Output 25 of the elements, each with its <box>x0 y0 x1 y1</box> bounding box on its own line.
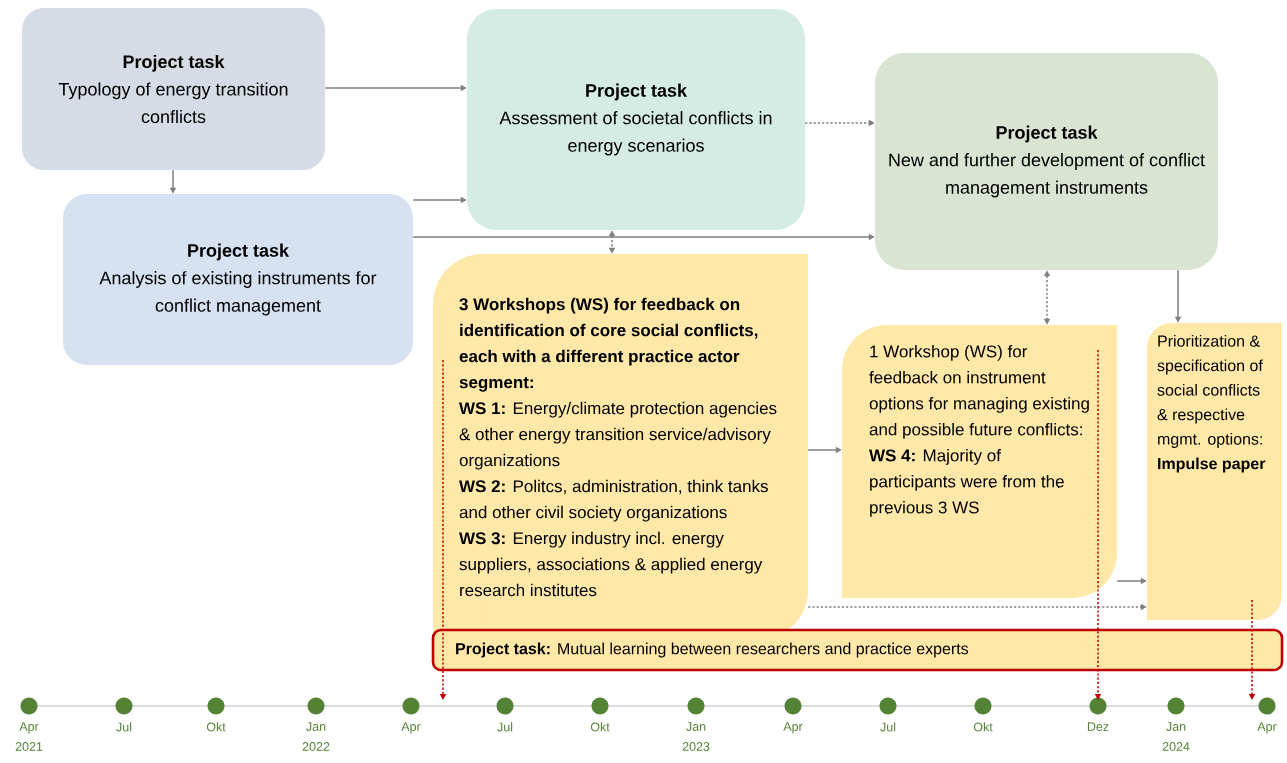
task-box: Project task New and further development of conflict management instruments <box>875 53 1218 270</box>
task-box: Project task Assessment of societal conflicts in energy scenarios <box>467 9 805 230</box>
date-label: Apr 2021 <box>15 722 43 751</box>
date-label: Jul <box>116 722 132 732</box>
workshop-box: Prioritization & specification of social conflicts & respective mgmt. options: Impulse paper <box>1147 323 1282 620</box>
task-box: Project task Analysis of existing instruments for conflict management <box>63 194 413 365</box>
date-label: Jul <box>497 722 513 732</box>
date-label: Okt <box>973 722 993 732</box>
date-label: Jan 2022 <box>302 722 330 751</box>
node-label: WS 3: Energy industry incl. energy suppliers, associations & applied energy research institutes <box>459 531 763 597</box>
node-label: WS 1: Energy/climate protection agencies & other energy transition service/advisory organizations <box>459 401 777 470</box>
date-label: Jan 2024 <box>1162 722 1190 751</box>
date-label: Jul <box>880 722 896 732</box>
date-label: Jan 2023 <box>682 722 710 751</box>
workshop-box: 3 Workshops (WS) for feedback on identification of core social conflicts, each with a different practice actor segment: WS 1: Energy/climate protection agencies & other energy transition service/advisory organizations WS 2: Politcs, administration, think tanks and other civil society organizations WS 3: Energy industry incl. energy suppliers, associations & applied energy research institutes <box>433 254 808 640</box>
task-box: Project task Typology of energy transition conflicts <box>22 8 325 170</box>
date-label: Apr <box>783 722 803 734</box>
date-label: Okt <box>590 722 610 732</box>
date-label: Apr <box>401 722 421 734</box>
date-label: Okt <box>206 722 226 732</box>
workshop-box: 1 Workshop (WS) for feedback on instrument options for managing existing and possible future conflicts: WS 4: Majority of participants were from the previous 3 WS <box>842 325 1117 598</box>
date-label: Apr <box>1257 722 1277 734</box>
node-label: WS 2: Politcs, administration, think tanks and other civil society organizations <box>459 479 768 522</box>
date-label: Dez <box>1087 722 1109 731</box>
node-label: 3 Workshops (WS) for feedback on identification of core social conflicts, each with a different practice actor segment: <box>459 297 758 392</box>
